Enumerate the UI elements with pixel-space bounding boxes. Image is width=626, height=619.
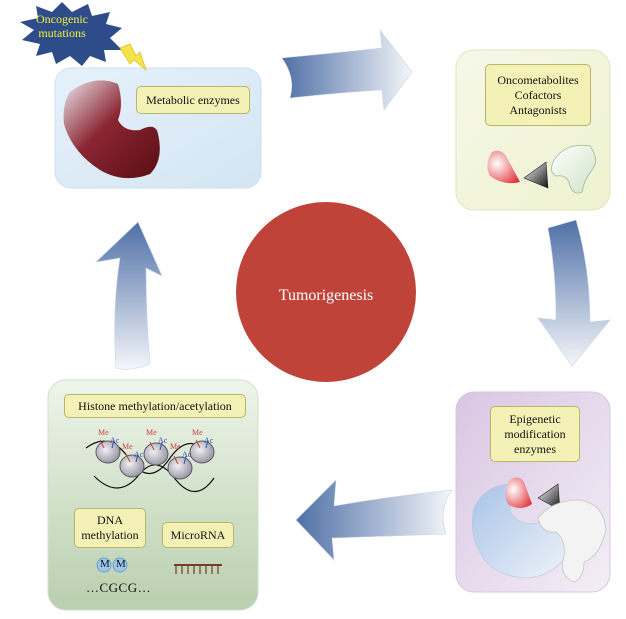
oncometabolite-red-shape	[487, 150, 520, 184]
oncogenic-line-2: mutations	[38, 26, 86, 40]
tumorigenesis-label: Tumorigenesis	[278, 287, 374, 304]
arrow-bottom-left	[295, 479, 453, 561]
methyl-circle-2	[112, 557, 128, 573]
epigenetic-red-shape	[505, 477, 532, 508]
oncometabolites-line-1: Oncometabolites	[497, 72, 579, 87]
metabolic-enzymes-label: Metabolic enzymes	[136, 86, 250, 114]
ac-mark-3: Ac	[158, 436, 168, 445]
dna-line-1: DNA	[97, 513, 123, 527]
me-mark-3: Me	[146, 428, 157, 437]
epigenetic-line-2: modification	[504, 426, 566, 441]
cofactor-black-triangle	[523, 161, 549, 189]
me-mark-5: Me	[192, 428, 203, 437]
epigenetic-label: Epigenetic modification enzymes	[490, 406, 580, 462]
oncometabolites-line-2: Cofactors	[514, 87, 562, 102]
ac-mark-2: Ac	[134, 450, 144, 459]
dna-line-2: methylation	[81, 528, 139, 542]
oncogenic-line-1: Oncogenic	[36, 12, 88, 26]
tumorigenesis-circle	[236, 202, 416, 382]
epigenetic-black-triangle	[537, 483, 561, 511]
oncogenic-burst	[20, 2, 122, 66]
histone-panel	[47, 379, 259, 611]
me-mark-2: Me	[122, 442, 133, 451]
oncogenic-mutations-label: Oncogenic mutations	[22, 12, 102, 40]
arrow-left-up	[95, 221, 163, 370]
oncometabolites-line-3: Antagonists	[509, 102, 567, 117]
metabolic-enzyme-shape	[63, 80, 160, 179]
ac-mark-4: Ac	[182, 450, 192, 459]
epigenetic-white-shape	[537, 499, 607, 583]
lightning-icon	[119, 43, 147, 72]
arrow-right-down	[537, 219, 611, 367]
microrna-label: MicroRNA	[162, 522, 234, 548]
me-mark-1: Me	[98, 428, 109, 437]
oncometabolites-label: Oncometabolites Cofactors Antagonists	[485, 64, 591, 126]
antagonist-green-shape	[551, 144, 596, 194]
me-mark-4: Me	[170, 442, 181, 451]
methyl-circle-1	[96, 557, 112, 573]
dna-sequence: …CGCG…	[86, 580, 152, 595]
methyl-mark-1: M	[100, 558, 110, 570]
arrow-top-right	[281, 28, 413, 111]
ac-mark-5: Ac	[204, 436, 214, 445]
epigenetic-line-1: Epigenetic	[509, 411, 561, 426]
microrna-icon	[174, 564, 222, 574]
nucleosome-cluster	[85, 439, 215, 493]
ac-mark-1: Ac	[110, 436, 120, 445]
dna-methylation-label: DNA methylation	[74, 508, 146, 548]
epigenetic-line-3: enzymes	[514, 441, 556, 456]
histone-label: Histone methylation/acetylation	[64, 394, 246, 418]
methyl-mark-2: M	[116, 558, 126, 570]
